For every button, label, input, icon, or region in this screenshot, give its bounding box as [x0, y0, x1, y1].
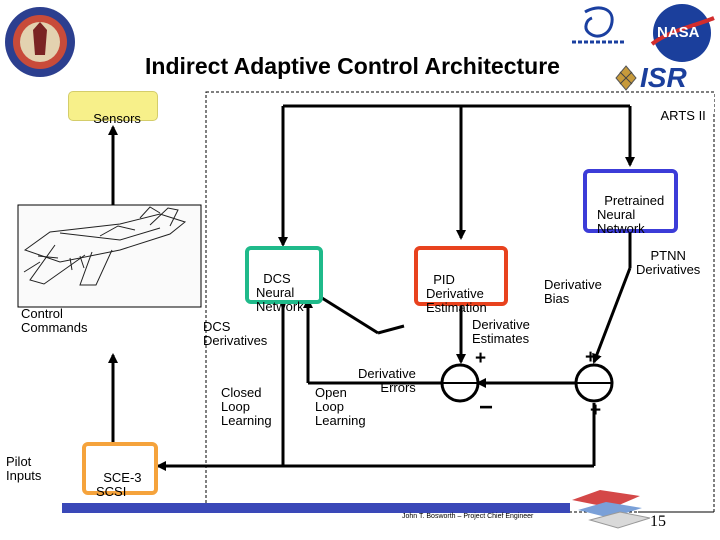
footer-author: John T. Bosworth – Project Chief Enginee…	[402, 513, 534, 520]
isr-logo-icon	[615, 65, 637, 91]
formation-aircraft-icon	[572, 490, 651, 529]
dcs-nn-box: DCS Neural Network	[245, 246, 323, 314]
control-commands-label: Control Commands	[21, 306, 88, 335]
footer-bar	[62, 503, 570, 513]
open-loop-label: Open Loop Learning	[315, 385, 366, 428]
derivative-errors-label: Derivative Errors	[358, 366, 416, 395]
sce3-box: SCE-3 SCSI	[82, 442, 158, 499]
sensors-label: Sensors	[93, 111, 141, 126]
plus-sign-1: +	[475, 348, 487, 369]
pid-box: PID Derivative Estimation	[414, 246, 508, 315]
isr-logo-text: ISR	[640, 62, 687, 93]
pretrained-nn-box: Pretrained Neural Network	[583, 169, 678, 236]
arts-label: ARTS II	[660, 108, 706, 123]
derivative-bias-label: Derivative Bias	[544, 277, 602, 306]
plus-sign-3: +	[590, 400, 602, 421]
page-number: 15	[650, 513, 666, 530]
summing-junction-1	[440, 363, 480, 403]
ptnn-derivatives-label: PTNN Derivatives	[636, 248, 701, 277]
pretrained-nn-label: Pretrained Neural Network	[597, 193, 665, 236]
closed-loop-label: Closed Loop Learning	[221, 385, 272, 428]
pid-label: PID Derivative Estimation	[426, 272, 487, 315]
derivative-estimates-label: Derivative Estimates	[472, 317, 530, 346]
page-title: Indirect Adaptive Control Architecture	[145, 53, 560, 79]
nasa-logo-icon	[650, 4, 715, 62]
sensors-box: Sensors	[68, 91, 158, 126]
minus-sign-1: −	[479, 394, 494, 421]
dcs-derivatives-label: DCS Derivatives	[203, 319, 268, 348]
boeing-logo-icon	[572, 6, 625, 44]
signal-lines	[82, 104, 635, 471]
aircraft-icon	[17, 204, 202, 308]
program-seal-icon	[5, 7, 75, 77]
sce3-label: SCE-3 SCSI	[96, 470, 142, 499]
learning-switch	[321, 296, 405, 335]
pilot-inputs-label: Pilot Inputs	[6, 454, 42, 483]
summing-junction-2	[574, 363, 614, 403]
arts-box: ARTS II	[652, 93, 714, 123]
plus-sign-2: +	[585, 347, 597, 368]
dcs-nn-label: DCS Neural Network	[256, 271, 304, 314]
nasa-logo-text: NASA	[657, 24, 700, 41]
